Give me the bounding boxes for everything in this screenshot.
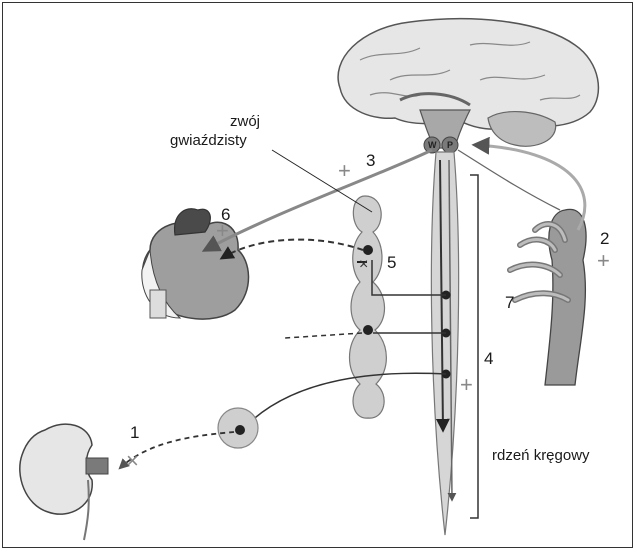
- plus-icon-2: +: [597, 250, 610, 272]
- carotid: [510, 209, 586, 385]
- ganglion-neuron-2: [363, 325, 373, 335]
- number-3: 3: [366, 152, 375, 169]
- plus-icon-4: +: [460, 374, 473, 396]
- kidney: [20, 424, 108, 540]
- sympathetic-chain: [350, 196, 387, 418]
- plus-icon-3: +: [338, 160, 351, 182]
- ganglion-neuron-1: [363, 245, 373, 255]
- number-6: 6: [221, 206, 230, 223]
- vagal-heart-fiber: [205, 150, 432, 250]
- cerebellum: [488, 112, 556, 147]
- spinal-cord: [431, 152, 458, 535]
- preganglionic-fiber-3: [244, 373, 446, 428]
- number-4: 4: [484, 350, 493, 367]
- heart: [142, 209, 249, 319]
- number-2: 2: [600, 230, 609, 247]
- ganglion-label-line1: zwój: [230, 114, 260, 129]
- postganglionic-fiber-2: [285, 333, 362, 338]
- spinal-cord-label: rdzeń kręgowy: [492, 448, 590, 463]
- brainstem-p-label: P: [447, 141, 453, 150]
- ganglion-label-line2: gwiaździsty: [170, 133, 247, 148]
- number-5: 5: [387, 254, 396, 271]
- brain: [338, 19, 598, 148]
- spinal-cord-bracket: [470, 175, 478, 518]
- cross-icon-5: ×: [359, 257, 368, 273]
- cross-icon-1: ×: [126, 450, 139, 472]
- number-7: 7: [505, 294, 514, 311]
- number-1: 1: [130, 424, 139, 441]
- prevertebral-neuron: [235, 425, 245, 435]
- brainstem-w-label: W: [428, 141, 437, 150]
